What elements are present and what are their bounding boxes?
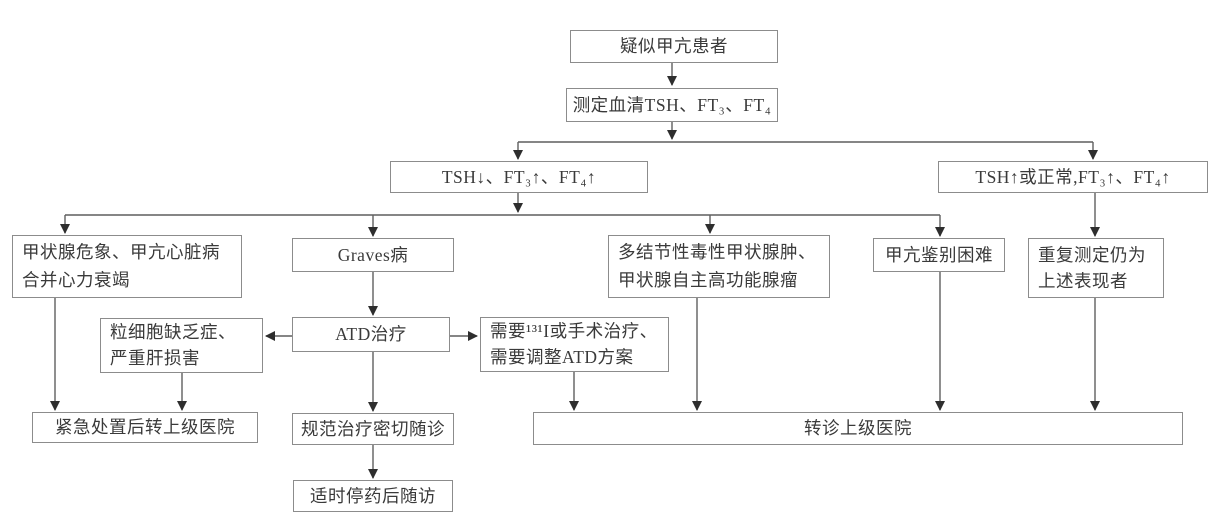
- node-thyroid-crisis-heart-disease: 甲状腺危象、甲亢心脏病 合并心力衰竭: [12, 235, 242, 298]
- node-label: 紧急处置后转上级医院: [55, 417, 235, 438]
- node-toxic-multinodular-goiter-adenoma: 多结节性毒性甲状腺肿、 甲状腺自主高功能腺瘤: [608, 235, 830, 298]
- node-standard-treatment-close-followup: 规范治疗密切随诊: [292, 413, 454, 445]
- node-label: Graves病: [337, 244, 409, 265]
- node-label: 甲亢鉴别困难: [885, 244, 993, 265]
- node-label-line1: 甲状腺危象、甲亢心脏病: [22, 242, 220, 263]
- node-tsh-low-ft-high: TSH↓、FT₃↑、FT₄↑: [390, 161, 648, 193]
- node-graves-disease: Graves病: [292, 238, 454, 272]
- node-label-line1: 粒细胞缺乏症、: [110, 322, 236, 343]
- node-label-line2: 甲状腺自主高功能腺瘤: [618, 269, 798, 290]
- node-label: 测定血清TSH、FT₃、FT₄: [572, 94, 772, 115]
- node-label-line1: 多结节性毒性甲状腺肿、: [618, 242, 816, 263]
- node-label: 适时停药后随访: [310, 485, 436, 506]
- node-need-radioiodine-or-surgery: 需要¹³¹I或手术治疗、 需要调整ATD方案: [480, 317, 669, 372]
- node-label: TSH↑或正常,FT₃↑、FT₄↑: [975, 166, 1171, 187]
- node-measure-serum-tsh-ft3-ft4: 测定血清TSH、FT₃、FT₄: [566, 88, 778, 122]
- node-differentiation-difficult: 甲亢鉴别困难: [873, 238, 1005, 272]
- node-label-line2: 严重肝损害: [110, 347, 200, 368]
- node-label-line2: 合并心力衰竭: [22, 269, 130, 290]
- node-label-line2: 需要调整ATD方案: [490, 346, 634, 367]
- node-label-line1: 重复测定仍为: [1038, 244, 1146, 265]
- node-label: TSH↓、FT₃↑、FT₄↑: [441, 166, 597, 187]
- node-label: 转诊上级医院: [804, 418, 912, 439]
- node-label: 疑似甲亢患者: [620, 36, 728, 57]
- node-label-line1: 需要¹³¹I或手术治疗、: [490, 321, 658, 342]
- node-refer-to-higher-hospital: 转诊上级医院: [533, 412, 1183, 445]
- node-agranulocytosis-liver-damage: 粒细胞缺乏症、 严重肝损害: [100, 318, 263, 373]
- node-repeat-test-same-result: 重复测定仍为 上述表现者: [1028, 238, 1164, 298]
- node-emergency-then-refer: 紧急处置后转上级医院: [32, 412, 258, 443]
- node-stop-medication-followup: 适时停药后随访: [293, 480, 453, 512]
- node-label: ATD治疗: [335, 324, 407, 345]
- node-suspected-patient: 疑似甲亢患者: [570, 30, 778, 63]
- node-label: 规范治疗密切随诊: [301, 418, 445, 439]
- node-atd-treatment: ATD治疗: [292, 317, 450, 352]
- node-tsh-high-or-normal: TSH↑或正常,FT₃↑、FT₄↑: [938, 161, 1208, 193]
- node-label-line2: 上述表现者: [1038, 271, 1128, 291]
